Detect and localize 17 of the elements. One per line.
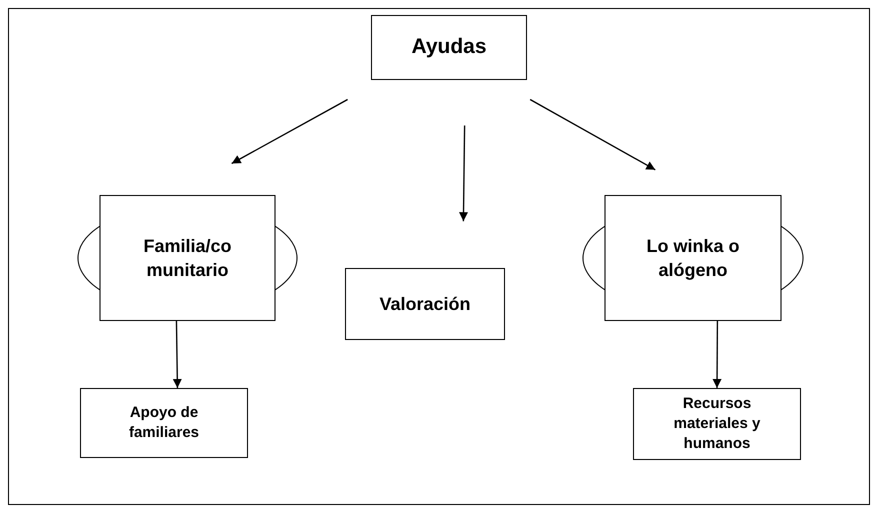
process-box bbox=[371, 15, 527, 80]
arrow bbox=[459, 126, 468, 222]
arrow bbox=[530, 98, 656, 170]
node-label: Ayudas bbox=[410, 34, 488, 60]
node-label: Recursos materiales y humanos bbox=[672, 394, 762, 454]
node-label: Apoyo de familiares bbox=[128, 402, 200, 443]
process-box bbox=[633, 388, 801, 460]
ellipse-box-node bbox=[582, 195, 804, 321]
ellipse-box-node bbox=[77, 195, 298, 321]
process-box bbox=[345, 268, 505, 340]
node-label: Lo winka o alógeno bbox=[645, 234, 740, 282]
process-box bbox=[80, 388, 248, 458]
node-label: Valoración bbox=[378, 292, 472, 316]
arrow bbox=[231, 98, 348, 164]
arrow bbox=[712, 321, 722, 388]
arrow bbox=[172, 321, 182, 388]
node-label: Familia/co munitario bbox=[142, 234, 233, 282]
